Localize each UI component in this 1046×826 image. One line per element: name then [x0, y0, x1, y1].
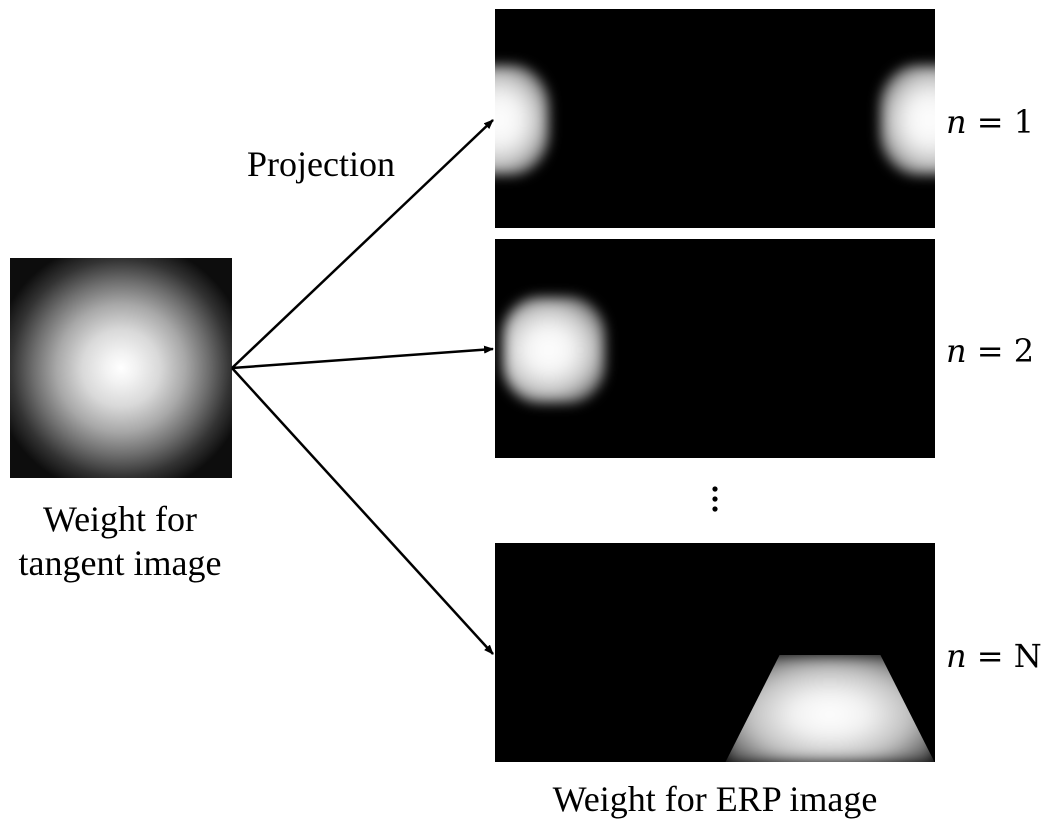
panel-index-label-2: n = 2 [946, 335, 1034, 367]
panel-index-label-1: n = 1 [946, 106, 1034, 138]
tangent-weight-image [10, 258, 232, 478]
erp-weight-panel-2 [495, 239, 935, 458]
erp-weight-panel-1 [495, 9, 935, 228]
weight-blob-left-wrap [495, 65, 549, 175]
tangent-caption-line2: tangent image [18, 543, 222, 583]
n-variable: n [946, 103, 967, 141]
n-equation: = 2 [966, 332, 1035, 370]
tangent-weight-caption: Weight for tangent image [0, 497, 240, 585]
erp-weight-caption: Weight for ERP image [552, 779, 878, 819]
projection-label: Projection [247, 144, 395, 184]
n-variable: n [946, 637, 967, 675]
panel-index-label-n: n = N [946, 640, 1042, 672]
arrow-to-panel-n [231, 367, 494, 655]
erp-weight-panel-n [495, 543, 935, 762]
weight-blob-right-wrap [880, 65, 935, 175]
weight-blob-bottom [725, 655, 935, 762]
arrow-to-panel-2 [231, 345, 494, 370]
tangent-caption-line1: Weight for [42, 499, 198, 539]
vertical-ellipsis-icon [712, 486, 718, 512]
weight-blob [503, 297, 605, 403]
n-equation: = N [966, 637, 1042, 675]
n-equation: = 1 [966, 103, 1035, 141]
n-variable: n [946, 332, 967, 370]
